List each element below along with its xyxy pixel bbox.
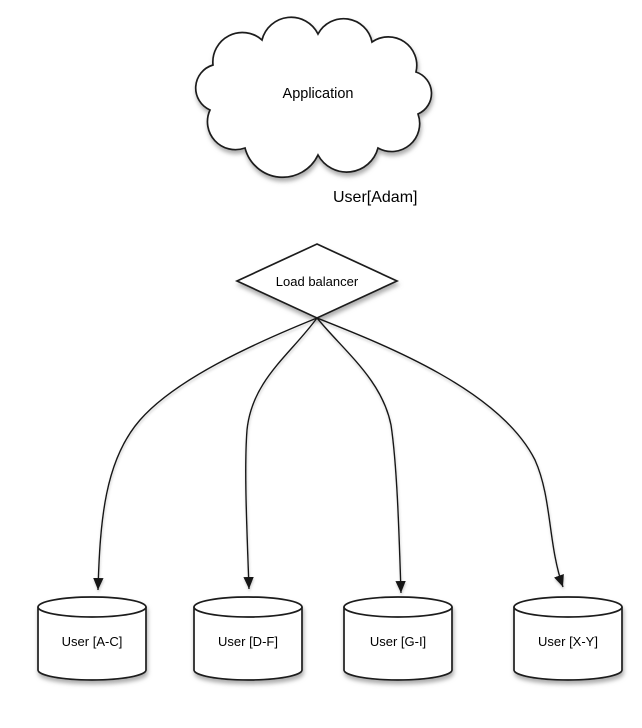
cloud-shape-icon [194, 16, 433, 179]
shard-label-1: User [A-C] [62, 634, 123, 649]
lb-to-shard-4-arrow [316, 317, 564, 588]
lb-to-shard-1-arrow [93, 317, 318, 591]
shard-label-4: User [X-Y] [538, 634, 598, 649]
cylinder-body-icon [343, 607, 453, 681]
cylinder-top-icon [193, 596, 303, 618]
application-label: Application [283, 86, 354, 102]
shard-label-2: User [D-F] [218, 634, 278, 649]
shard-node-3: User [G-I] [343, 596, 453, 681]
application-node: Application [194, 16, 433, 179]
cylinder-body-icon [37, 607, 147, 681]
load-balancer-node: Load balancer [234, 243, 400, 319]
cylinder-top-icon [343, 596, 453, 618]
cylinder-body-icon [513, 607, 623, 681]
cylinder-top-icon [513, 596, 623, 618]
cylinder-top-icon [37, 596, 147, 618]
shard-node-1: User [A-C] [37, 596, 147, 681]
lb-to-shard-3-arrow [316, 317, 406, 594]
shard-node-2: User [D-F] [193, 596, 303, 681]
cylinder-body-icon [193, 607, 303, 681]
load-balancer-label: Load balancer [276, 274, 359, 289]
lb-to-shard-2-arrow [243, 317, 318, 590]
shard-label-3: User [G-I] [370, 634, 426, 649]
request-edge-label: User[Adam] [333, 189, 417, 206]
shard-node-4: User [X-Y] [513, 596, 623, 681]
shard-edges [93, 317, 564, 594]
